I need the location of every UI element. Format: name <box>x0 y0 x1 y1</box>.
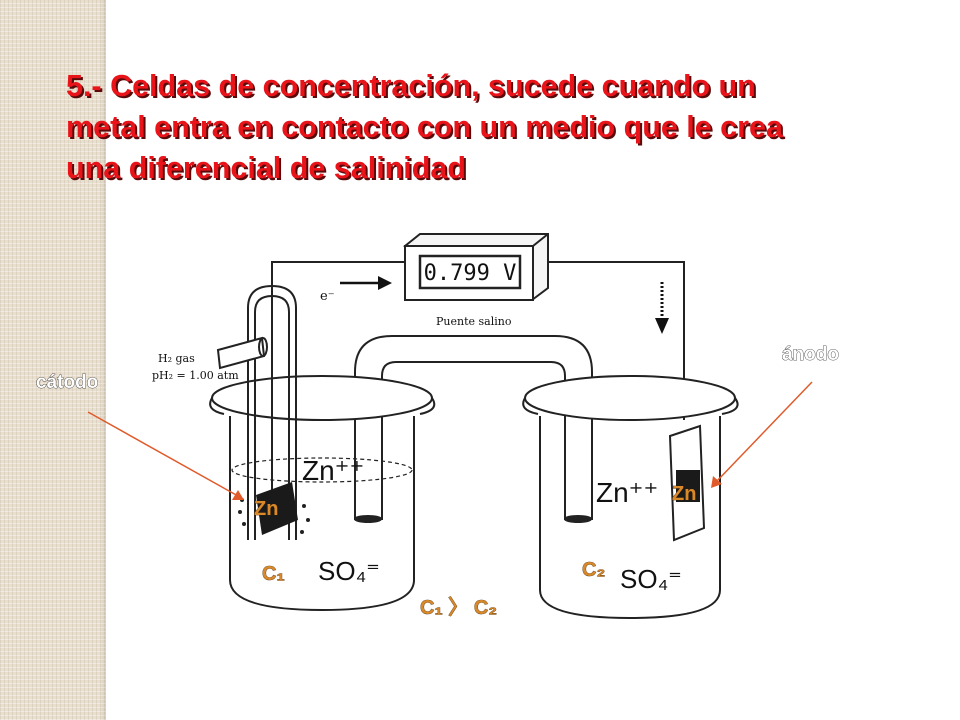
left-anion-label: SO₄⁼ <box>318 556 380 586</box>
right-ion-label: Zn⁺⁺ <box>596 477 658 508</box>
left-beaker <box>209 375 436 612</box>
right-zinc-electrode <box>668 424 706 542</box>
voltmeter-reading: 0.799 V <box>424 261 517 286</box>
anode-pointer-arrow <box>711 381 813 488</box>
pressure-label: pH₂ = 1.00 atm <box>152 369 239 382</box>
cathode-pointer-arrow <box>87 411 244 500</box>
left-ion-label: Zn⁺⁺ <box>302 455 364 486</box>
electron-flow-arrow: e⁻ <box>320 276 669 334</box>
title-line-1: 5.- Celdas de concentración, sucede cuan… <box>66 69 756 103</box>
right-beaker <box>522 375 739 620</box>
concentration-comparison-label: C₁ 〉 C₂ <box>420 596 497 619</box>
right-electrode-label: Zn <box>672 483 696 505</box>
title-line-3: una diferencial de salinidad <box>66 151 466 185</box>
left-concentration-label: C₁ <box>262 563 285 585</box>
right-concentration-label: C₂ <box>582 559 605 581</box>
anode-label: ánodo <box>782 344 839 365</box>
salt-bridge-label: Puente salino <box>436 315 512 328</box>
salt-bridge <box>354 335 593 523</box>
right-anion-label: SO₄⁼ <box>620 564 682 594</box>
slide-title: 5.- Celdas de concentración, sucede cuan… <box>66 66 936 189</box>
title-line-2: metal entra en contacto con un medio que… <box>66 110 783 144</box>
circuit-wire <box>271 261 685 420</box>
h2-gas-label: H₂ gas <box>158 352 195 365</box>
decorative-side-strip <box>0 0 106 720</box>
cathode-label: cátodo <box>36 372 98 393</box>
left-zinc-electrode <box>238 482 310 535</box>
voltmeter: 0.799 V <box>403 233 549 302</box>
hydrogen-electrode-tube <box>216 284 297 540</box>
electron-label: e⁻ <box>320 289 335 304</box>
left-electrode-label: Zn <box>254 498 278 520</box>
